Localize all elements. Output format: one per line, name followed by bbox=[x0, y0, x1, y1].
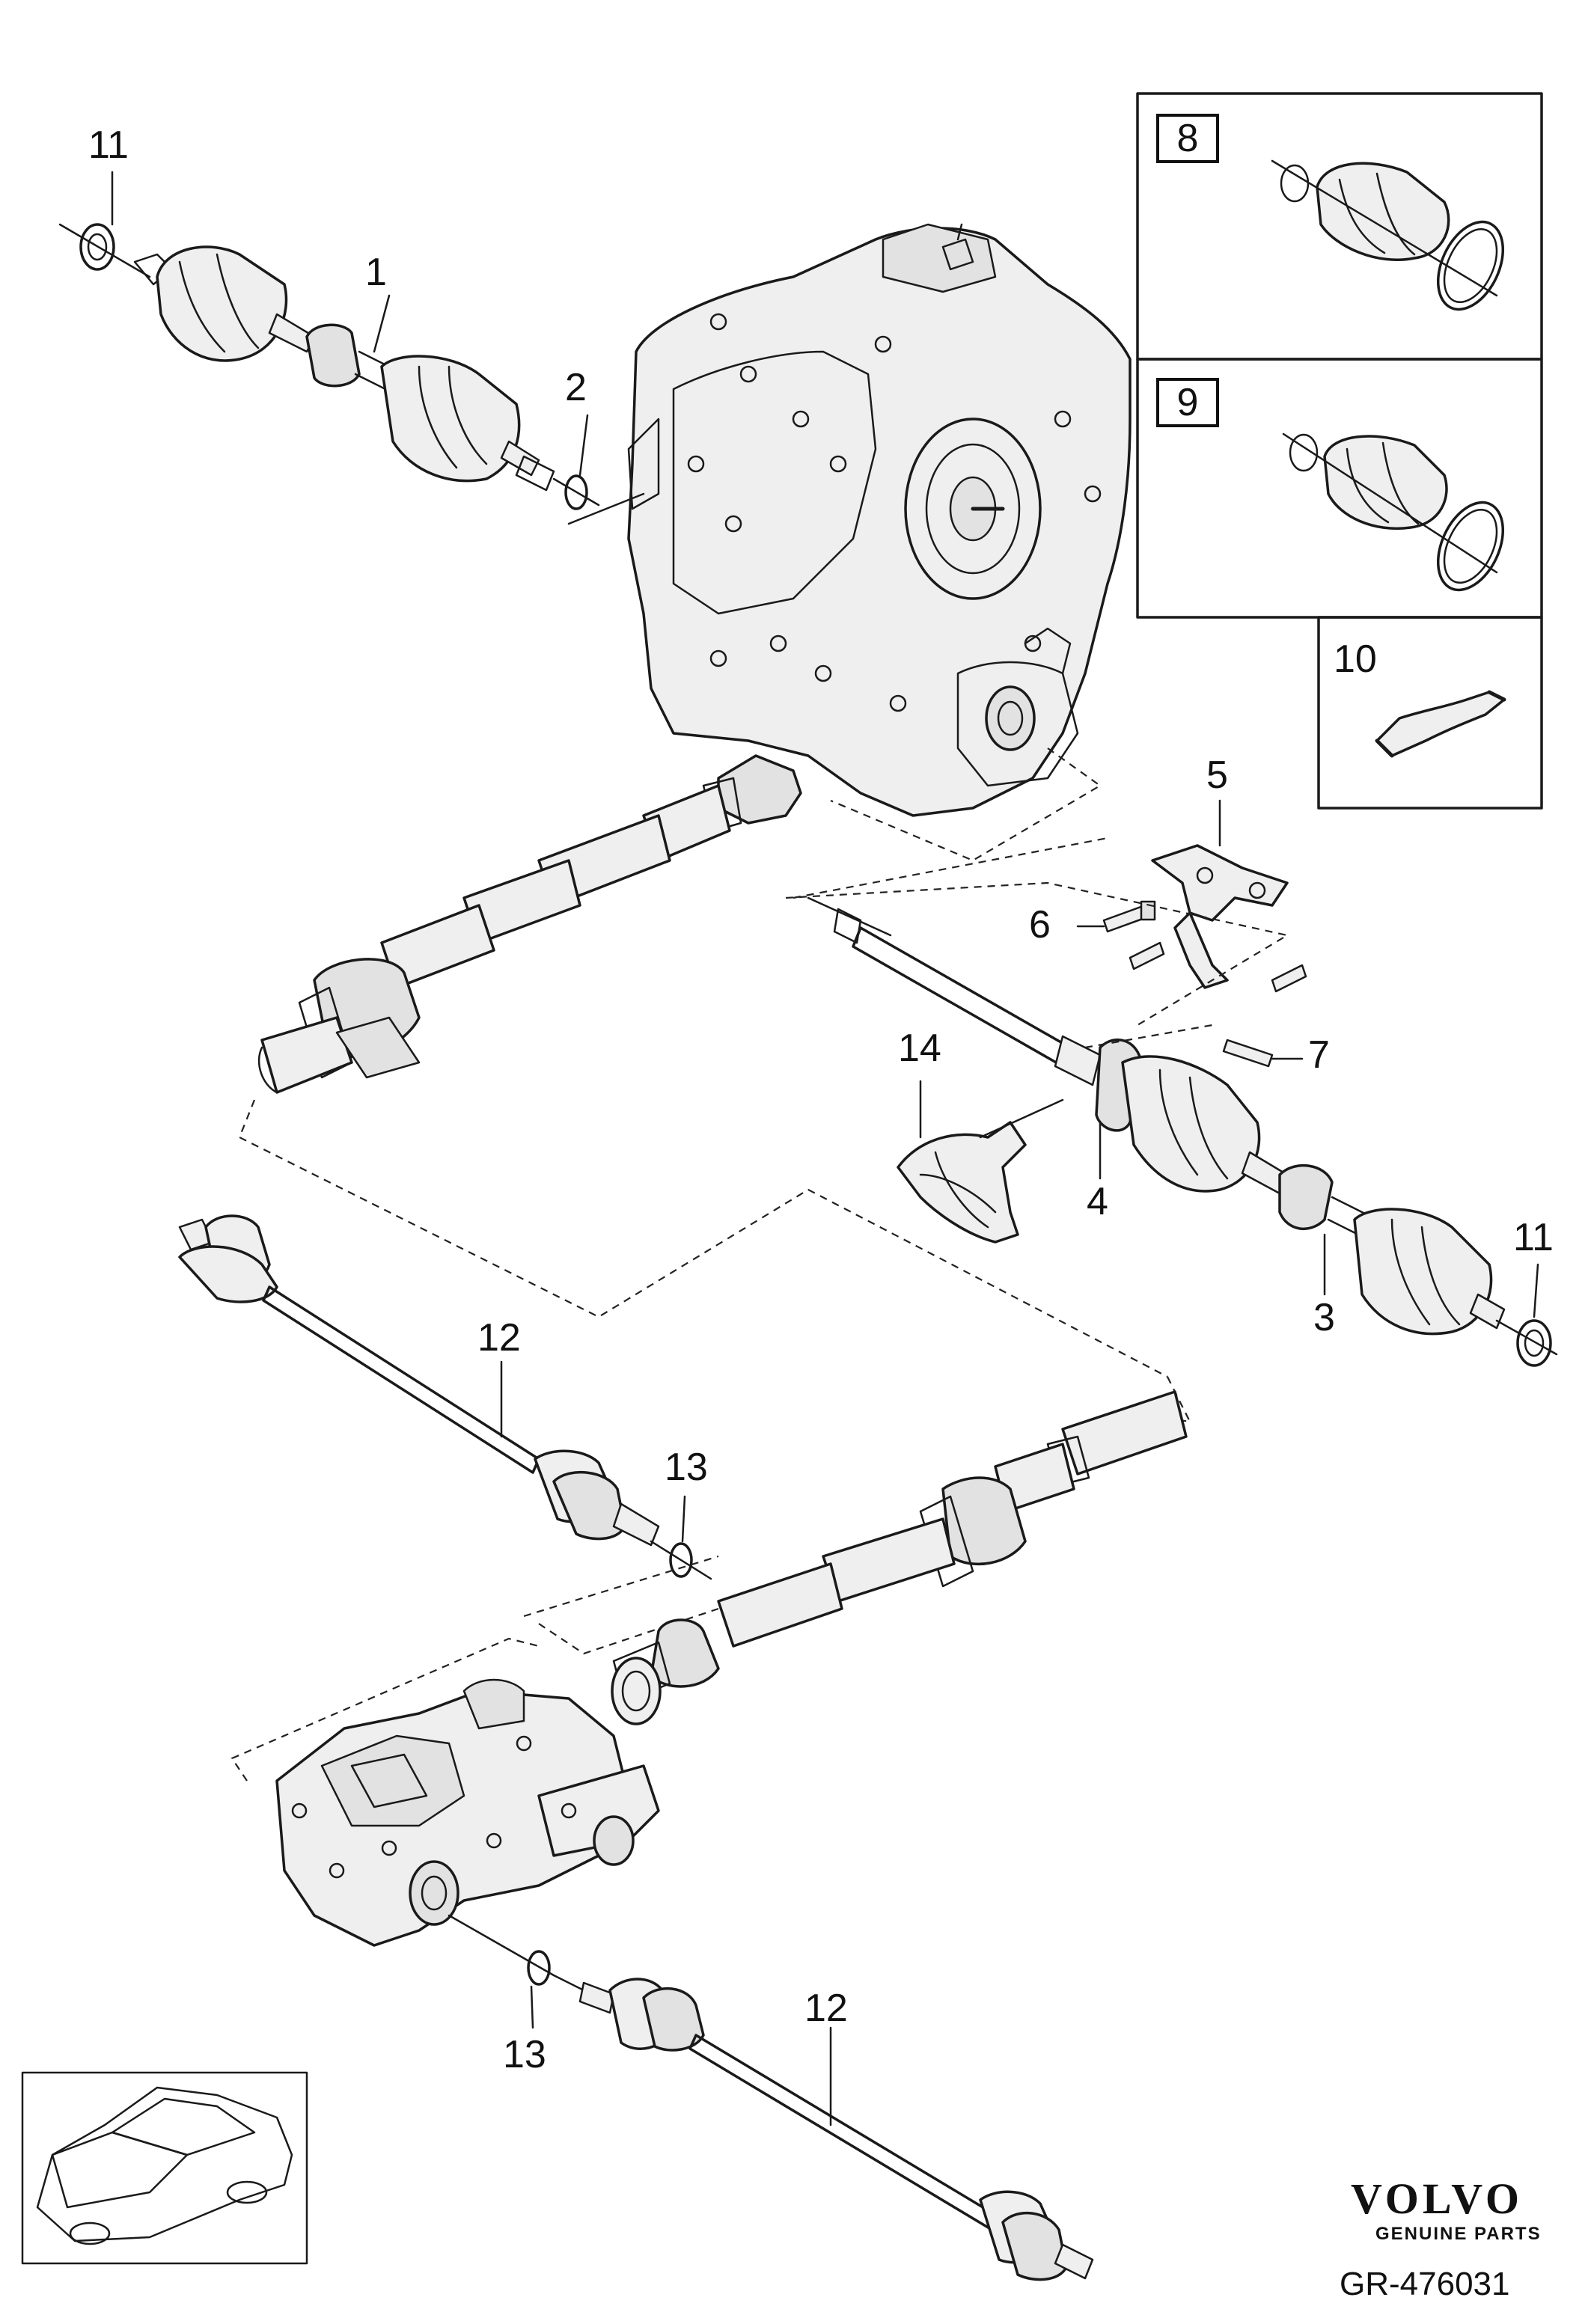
callout-11b: 11 bbox=[1513, 1216, 1554, 1259]
boot-kit-8-icon bbox=[1271, 159, 1505, 311]
callout-14: 14 bbox=[898, 1027, 941, 1070]
boot-kit-9-icon bbox=[1282, 432, 1505, 592]
transmission-housing bbox=[567, 223, 1132, 817]
callout-6: 6 bbox=[1029, 903, 1051, 947]
rear-halfshaft-upper bbox=[178, 1214, 712, 1580]
vehicle-thumbnail bbox=[21, 2071, 308, 2265]
right-driveshaft bbox=[807, 896, 1558, 1367]
circlip-2-icon bbox=[564, 474, 588, 510]
kit-panel-10 bbox=[1317, 616, 1543, 810]
circlip-13-icon bbox=[669, 1542, 693, 1578]
propeller-shaft-rear bbox=[611, 1390, 1188, 1725]
washer-11-icon bbox=[79, 223, 115, 271]
callout-1: 1 bbox=[365, 251, 387, 294]
callout-5: 5 bbox=[1206, 753, 1228, 797]
brand-logo: VOLVO bbox=[1351, 2174, 1524, 2223]
dashed-leader-upper bbox=[238, 1099, 1168, 1377]
rear-halfshaft-lower bbox=[527, 1950, 1094, 2281]
bearing-bracket bbox=[1151, 799, 1289, 989]
left-driveshaft bbox=[58, 171, 600, 510]
callout-2: 2 bbox=[565, 366, 587, 409]
heat-shield bbox=[897, 1080, 1064, 1244]
kit-label-9: 9 bbox=[1156, 378, 1219, 427]
kit-label-8: 8 bbox=[1156, 114, 1219, 163]
washer-11b-icon bbox=[1516, 1319, 1552, 1367]
circlip-13b-icon bbox=[527, 1950, 551, 1986]
kit-label-10: 10 bbox=[1334, 637, 1377, 681]
callout-13b: 13 bbox=[503, 2033, 546, 2076]
propeller-shaft-front bbox=[257, 754, 802, 1094]
callout-3: 3 bbox=[1313, 1296, 1335, 1339]
callout-11: 11 bbox=[88, 123, 129, 167]
callout-13: 13 bbox=[665, 1446, 708, 1489]
rear-differential bbox=[275, 1678, 660, 1977]
kit-panel-9 bbox=[1136, 358, 1543, 619]
callout-12: 12 bbox=[477, 1316, 521, 1360]
brand-tagline: GENUINE PARTS bbox=[1375, 2224, 1542, 2244]
callout-12b: 12 bbox=[804, 1987, 848, 2030]
bolts bbox=[1076, 900, 1307, 1068]
grease-tube-icon bbox=[1375, 690, 1506, 758]
callout-7: 7 bbox=[1308, 1033, 1330, 1077]
diagram-reference: GR-476031 bbox=[1340, 2266, 1510, 2302]
callout-4: 4 bbox=[1087, 1180, 1108, 1223]
